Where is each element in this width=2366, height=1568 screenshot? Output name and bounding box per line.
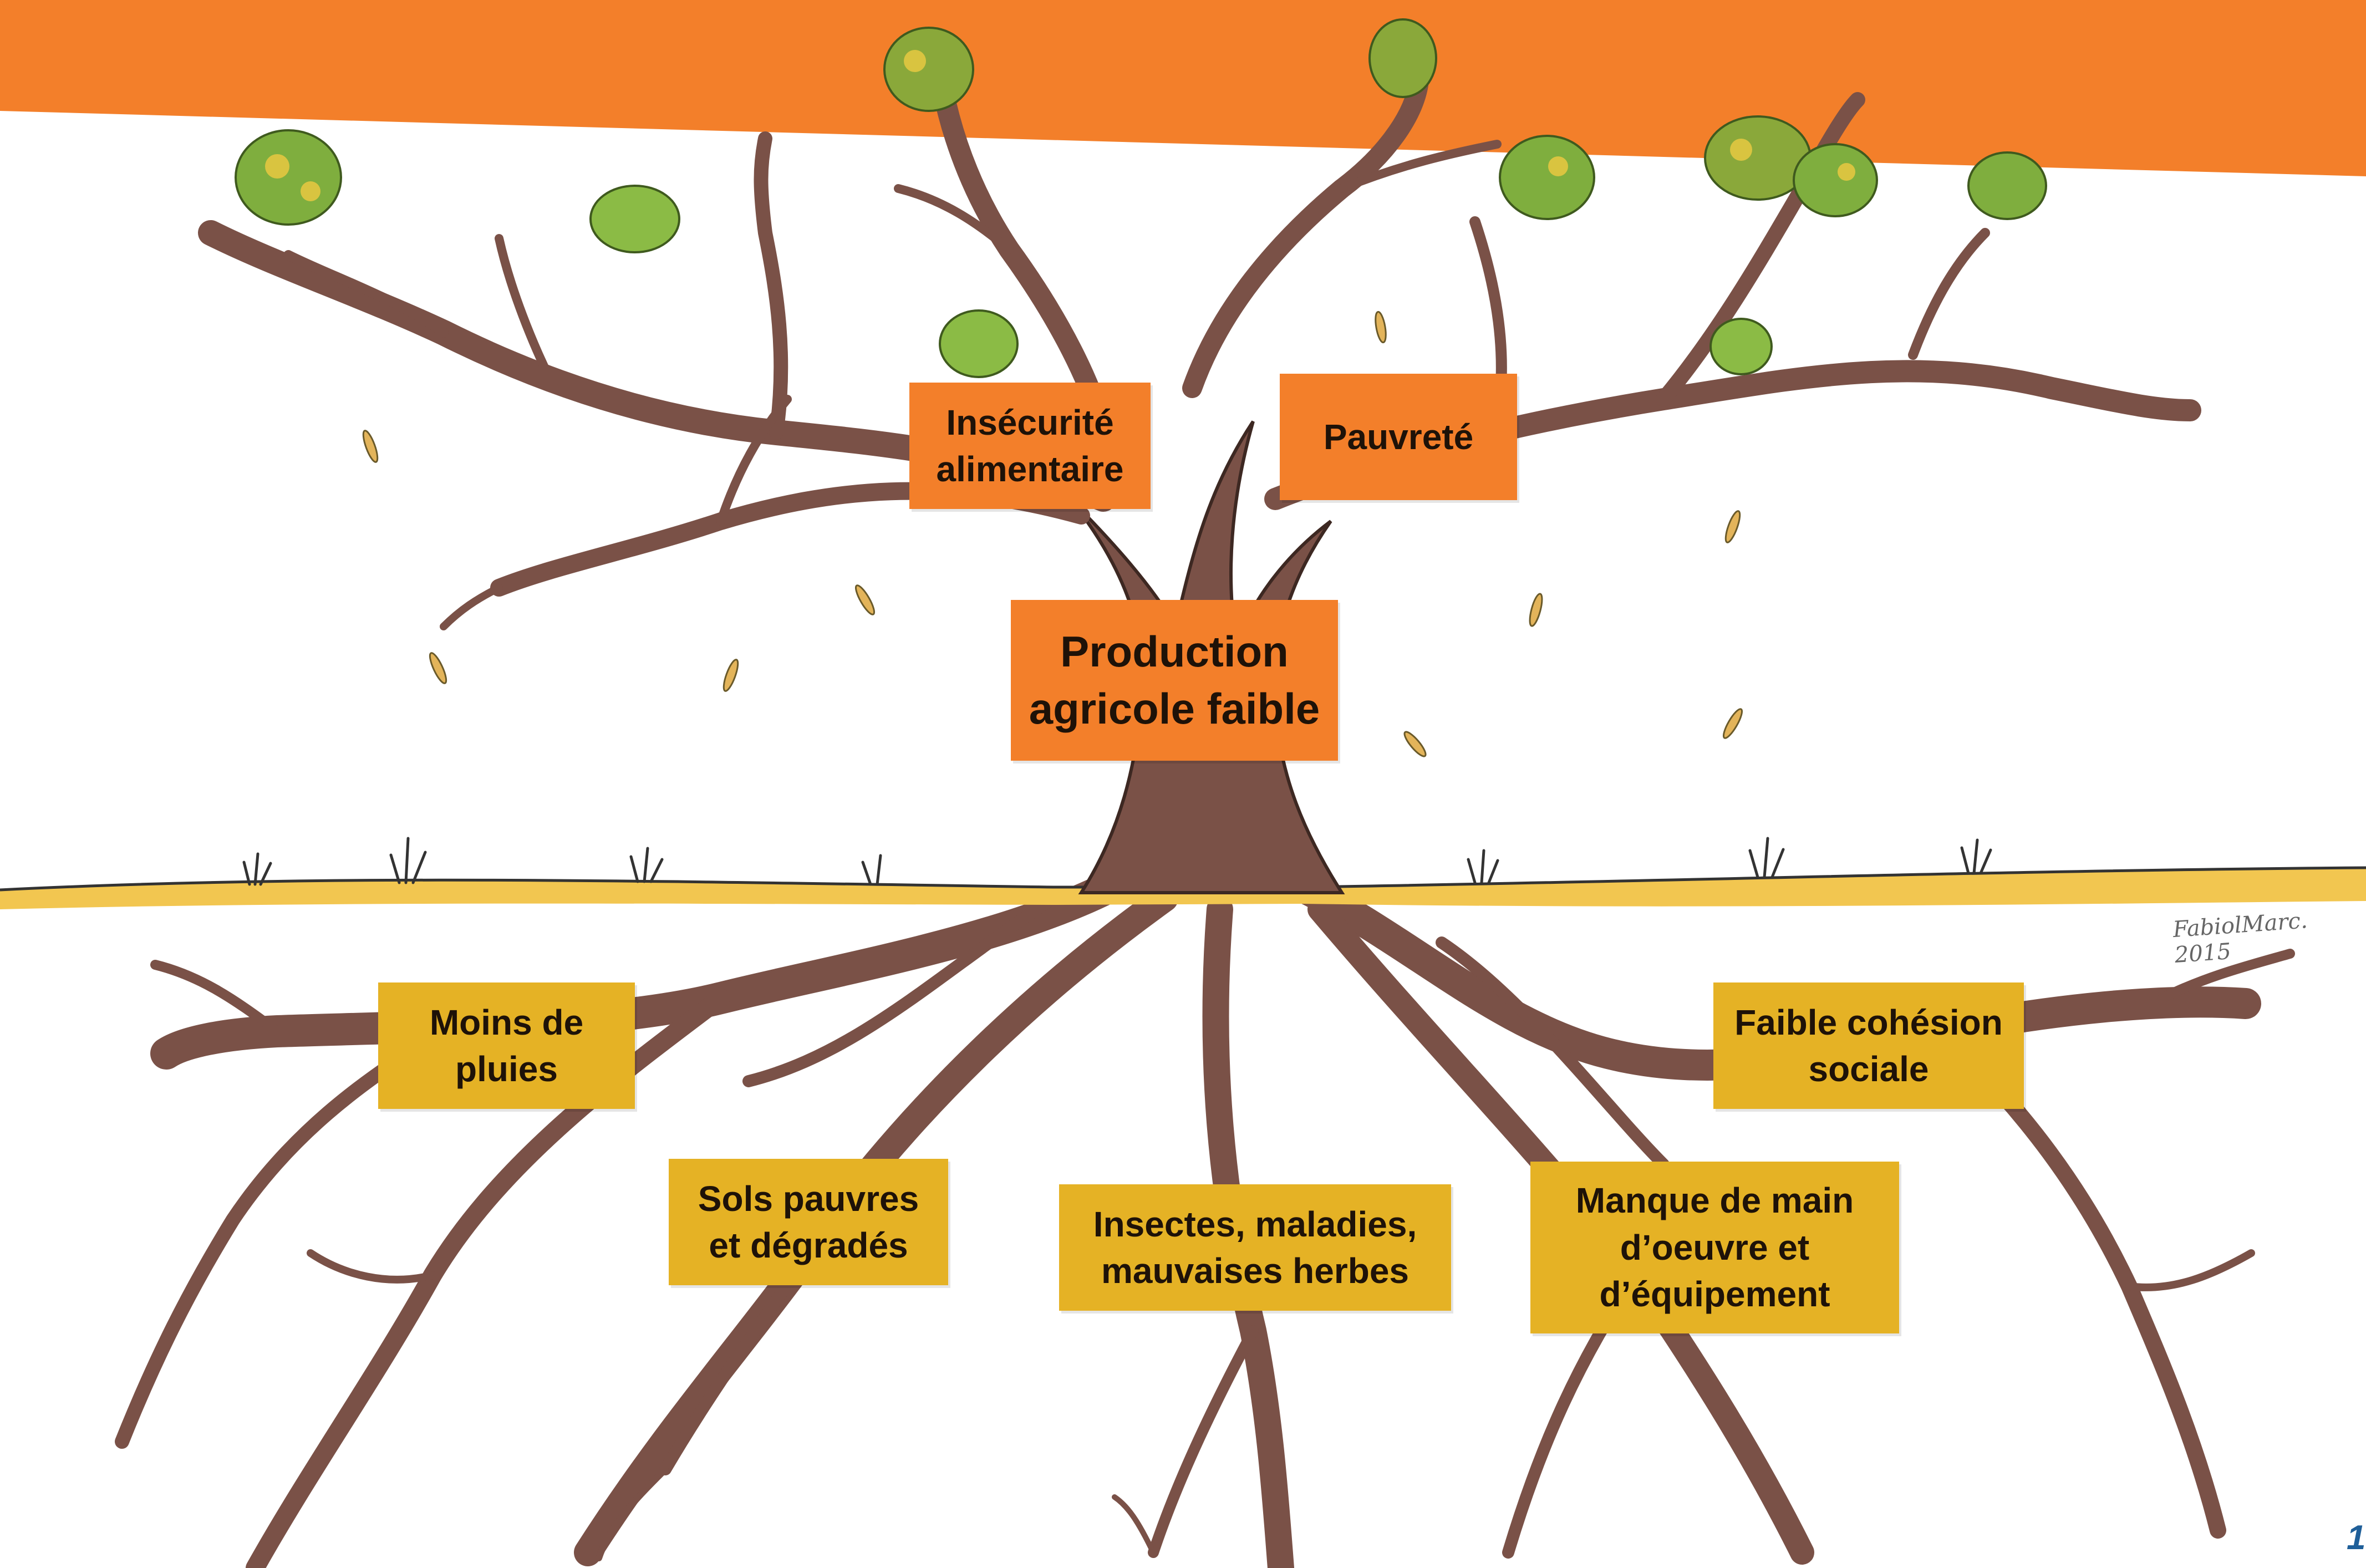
cause-sols-pauvres: Sols pauvres et dégradés: [669, 1159, 948, 1285]
cause-manque-main-oeuvre: Manque de main d’oeuvre et d’équipement: [1530, 1162, 1899, 1333]
cause-insectes-maladies: Insectes, maladies, mauvaises herbes: [1059, 1184, 1451, 1311]
effect-insecurite-alimentaire: Insécurité alimentaire: [909, 383, 1151, 509]
effect-pauvrete: Pauvreté: [1280, 374, 1517, 500]
central-problem-box: Production agricole faible: [1011, 600, 1338, 761]
foliage-highlights: [265, 50, 1855, 201]
roots: [115, 871, 2295, 1568]
foliage: [235, 18, 2047, 378]
cause-moins-de-pluies: Moins de pluies: [378, 982, 635, 1109]
grass-tufts: [242, 837, 1992, 886]
page-number: 1: [2347, 1519, 2366, 1557]
falling-leaves: [362, 310, 1743, 757]
cause-faible-cohesion-sociale: Faible cohésion sociale: [1713, 982, 2024, 1109]
